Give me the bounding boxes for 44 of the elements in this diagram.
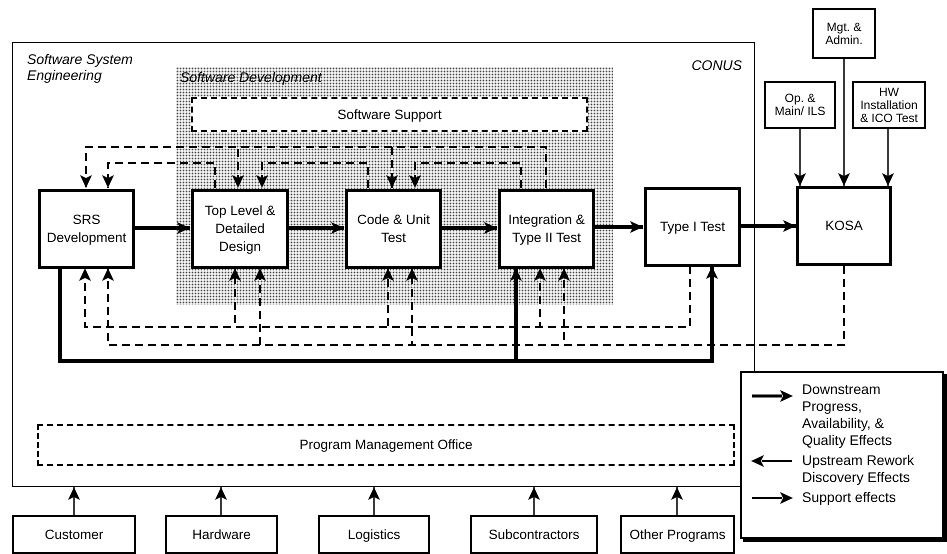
legend-label: Downstream Progress, Availability, & Quality Effects xyxy=(802,381,894,449)
process-box: HW Installation & ICO Test xyxy=(852,81,926,129)
arrow xyxy=(368,487,380,515)
region-label: CONUS xyxy=(690,57,742,73)
dashed-arrow xyxy=(386,146,547,188)
arrow xyxy=(441,222,497,234)
process-box: Mgt. & Admin. xyxy=(812,8,876,59)
arrow xyxy=(838,59,850,186)
legend-label: Support effects xyxy=(802,489,897,506)
process-box: Hardware xyxy=(165,515,278,554)
dashed-arrow xyxy=(409,162,522,188)
area-label: Software Development xyxy=(180,69,323,85)
dashed-arrow xyxy=(256,162,369,188)
dashed-arrow xyxy=(534,266,691,328)
process-box: Type I Test xyxy=(644,187,741,267)
shaded-area xyxy=(176,67,613,305)
dashed-arrow xyxy=(102,162,216,188)
arrow xyxy=(215,487,227,515)
process-box: Logistics xyxy=(318,515,430,554)
process-box: Customer xyxy=(12,515,136,554)
arrow xyxy=(671,487,683,515)
arrow xyxy=(58,268,522,363)
arrow xyxy=(882,129,894,186)
region-frame xyxy=(12,42,755,487)
process-box: Integration & Type II Test xyxy=(498,189,595,269)
process-box: Other Programs xyxy=(620,515,735,554)
arrow xyxy=(594,221,643,233)
process-box: SRS Development xyxy=(38,189,135,269)
process-box: Subcontractors xyxy=(470,515,598,554)
region-label: Software System Engineering xyxy=(27,51,134,83)
dashed-box: Program Management Office xyxy=(37,424,735,466)
process-box: Op. & Main/ ILS xyxy=(764,81,836,129)
arrow xyxy=(528,487,540,515)
legend-label: Upstream Rework Discovery Effects xyxy=(802,452,916,486)
dashed-box: Software Support xyxy=(191,97,588,132)
process-box: KOSA xyxy=(796,186,892,266)
process-box: Top Level & Detailed Design xyxy=(191,189,289,269)
arrow xyxy=(740,220,796,232)
dashed-arrow xyxy=(558,266,845,346)
arrow xyxy=(68,487,80,515)
arrow xyxy=(134,222,190,234)
arrow xyxy=(288,222,344,234)
process-box: Code & Unit Test xyxy=(345,189,442,269)
arrow xyxy=(794,129,806,186)
